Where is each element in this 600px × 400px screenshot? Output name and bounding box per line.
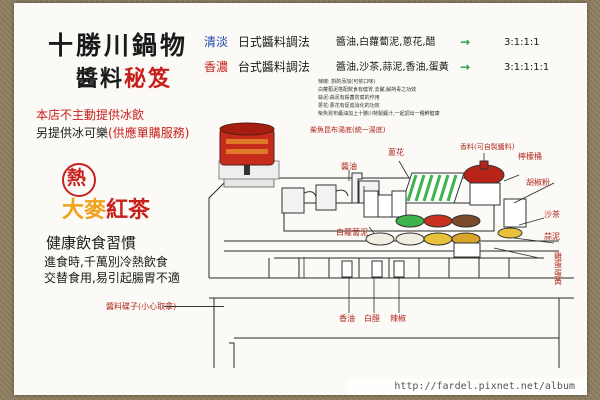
label-chili: 辣椒 <box>390 314 406 323</box>
recipe-1-ratio: 3:1:1:1 <box>504 37 540 48</box>
habit-line2: 交替食用,易引起腸胃不適 <box>44 271 180 285</box>
notice-cola-paren: (供應單購服務) <box>108 126 190 140</box>
recipe-1-name: 日式醬料調法 <box>237 35 310 49</box>
notice-no-ice: 本店不主動提供冰飲 <box>36 108 145 122</box>
plates-leader <box>164 306 224 307</box>
habit-line1: 進食時,千萬別冷熱飲食 <box>44 255 168 269</box>
label-stock-urn: 柴魚昆布湯底(統一湯底) <box>310 126 386 134</box>
recipe-1-ingredients: 醬油,白蘿蔔泥,蔥花,醋 <box>336 37 436 48</box>
notice-cola: 另提供冰可樂(供應單購服務) <box>36 127 189 139</box>
recipe-1-arrow-icon: → <box>460 35 471 49</box>
recipe-row-2: 香濃 台式醬料調法 <box>204 61 310 73</box>
drink-barley: 大麥 <box>62 197 107 223</box>
page-title-line2: 醬料秘笈 <box>76 68 172 90</box>
label-soy: 醬油 <box>341 162 357 171</box>
bottom-bottles <box>341 242 481 278</box>
counter-drawers <box>268 258 510 278</box>
drink-tea: 紅茶 <box>106 197 151 223</box>
watermark-text: http://fardel.pixnet.net/album <box>394 381 575 392</box>
label-pepper: 胡椒粉 <box>526 178 550 187</box>
scallion-tray <box>401 172 465 204</box>
label-egg: 雞蛋蛋黃 <box>554 252 564 287</box>
label-sesame-oil: 香油 <box>339 314 355 323</box>
hot-char: 熱 <box>67 167 87 189</box>
teapots-icon <box>281 172 380 214</box>
watermark-bar: http://fardel.pixnet.net/album <box>347 379 587 395</box>
leader-lines <box>303 153 555 313</box>
recipe-row-1: 清淡 日式醬料調法 <box>204 36 310 48</box>
label-radish: 白蘿蔔泥 <box>336 228 368 237</box>
recipe-2-style: 香濃 <box>204 60 229 74</box>
label-lemon-bucket: 檸檬桶 <box>518 152 542 161</box>
page-title-line1: 十勝川鍋物 <box>48 31 189 60</box>
label-spice: 香料(可自製醬料) <box>460 143 515 151</box>
recipe-2-arrow-icon: → <box>460 60 471 74</box>
habit-title: 健康飲食習慣 <box>46 234 137 252</box>
label-scallion: 蔥花 <box>388 148 404 157</box>
note-4: 蔥花:蔥花有促進消化的功效 <box>318 103 380 109</box>
recipe-1-style: 清淡 <box>204 35 229 49</box>
notice-cola-text: 另提供冰可樂 <box>36 126 109 140</box>
label-garlic: 蒜泥 <box>544 232 560 241</box>
recipe-2-name: 台式醬料調法 <box>237 60 310 74</box>
title-secret: 秘笈 <box>124 66 173 92</box>
note-1: 辣椒: 斟酌添加(可依口味) <box>318 79 376 85</box>
hot-badge <box>62 163 96 197</box>
note-3: 蒜泥:蒜泥有殺菌防腐的作用 <box>318 95 380 101</box>
note-2: 白蘿蔔泥搭配飲食有健胃,去膩,解熱毒之功效 <box>318 87 417 93</box>
soup-urn-icon <box>219 122 275 175</box>
recipe-2-ingredients: 醬油,沙茶,蒜泥,香油,蛋黃 <box>336 62 449 73</box>
drink-name: 大麥紅茶 <box>62 199 150 221</box>
condiment-pot-icon <box>463 160 505 206</box>
label-satay: 沙茶 <box>544 210 560 219</box>
sauce-guide-poster: 十勝川鍋物 醬料秘笈 本店不主動提供冰飲 另提供冰可樂(供應單購服務) 熱 大麥… <box>14 3 587 395</box>
sauce-jars <box>363 190 407 218</box>
recipe-2-ratio: 3:1:1:1:1 <box>504 62 550 73</box>
label-vinegar: 白醋 <box>364 314 380 323</box>
label-egg-text: 雞蛋蛋黃 <box>554 252 562 287</box>
sauce-station-illustration <box>208 122 574 368</box>
note-5: 柴魚昆布醬油加上十勝川特製醬汁,一起調出一種鮮健康 <box>318 111 440 117</box>
title-sauce: 醬料 <box>76 66 125 92</box>
sauce-bowls <box>365 198 527 246</box>
label-plates: 醬料碟子(小心取拿) <box>106 302 177 311</box>
